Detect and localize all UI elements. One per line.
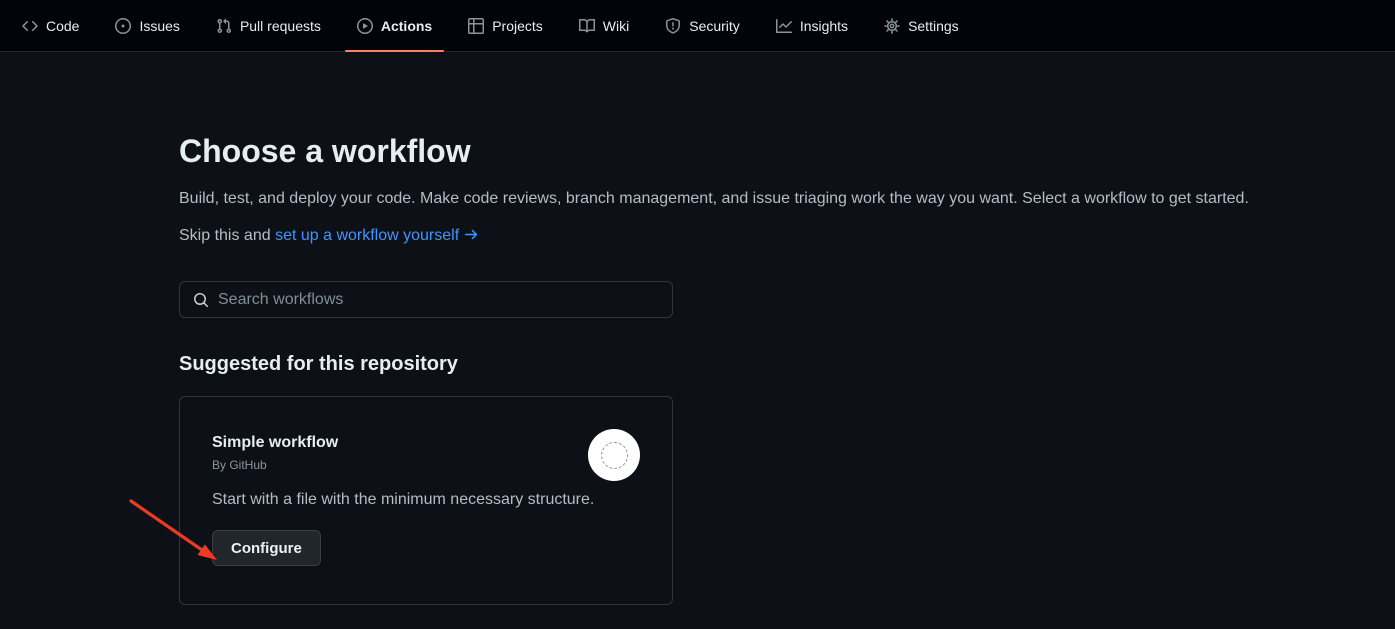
tab-security[interactable]: Security [653,0,752,51]
tab-label: Projects [492,17,543,34]
repo-tab-nav: Code Issues Pull requests Actions Projec… [0,0,1395,52]
tab-label: Settings [908,17,959,34]
search-workflows-input[interactable] [218,290,659,309]
dashed-circle-icon [600,441,628,469]
workflow-card-author: By GitHub [212,458,267,472]
workflow-card-simple-workflow: Simple workflow By GitHub Start with a f… [179,396,673,605]
tab-issues[interactable]: Issues [103,0,191,51]
actions-onboarding-page: Choose a workflow Build, test, and deplo… [0,52,1395,605]
workflow-card-description: Start with a file with the minimum neces… [212,491,595,508]
shield-icon [666,17,681,34]
book-icon [578,18,595,32]
code-icon [22,20,38,31]
tab-label: Insights [799,17,849,34]
tab-label: Code [46,17,80,34]
tab-label: Actions [380,17,433,34]
search-workflows-box [179,281,673,318]
gear-icon [884,17,900,34]
tab-label: Wiki [602,17,630,34]
issue-opened-icon [115,17,132,34]
tab-insights[interactable]: Insights [764,0,860,51]
tab-label: Pull requests [239,17,321,34]
tab-actions[interactable]: Actions [344,0,445,52]
tab-projects[interactable]: Projects [456,0,555,51]
git-pull-request-icon [217,18,231,33]
play-icon [356,17,373,34]
setup-workflow-yourself-link[interactable]: set up a workflow yourself [275,227,479,244]
page-title: Choose a workflow [179,133,471,169]
section-heading: Suggested for this repository [179,353,458,375]
tab-pull-requests[interactable]: Pull requests [204,0,333,51]
graph-icon [775,18,792,33]
table-icon [468,17,485,34]
tab-wiki[interactable]: Wiki [567,0,641,51]
skip-row: Skip this and set up a workflow yourself [179,227,1341,245]
search-icon [194,292,209,307]
skip-prefix: Skip this and [179,227,276,244]
arrow-right-icon [465,229,478,240]
configure-button[interactable]: Configure [212,530,321,566]
tab-settings[interactable]: Settings [872,0,971,51]
tab-label: Issues [139,17,180,34]
workflow-card-title: Simple workflow [212,434,339,451]
tab-code[interactable]: Code [10,0,91,51]
tab-label: Security [689,17,740,34]
page-description: Build, test, and deploy your code. Make … [179,190,1249,207]
active-tab-underline [344,50,445,52]
github-workflow-avatar [588,429,640,481]
